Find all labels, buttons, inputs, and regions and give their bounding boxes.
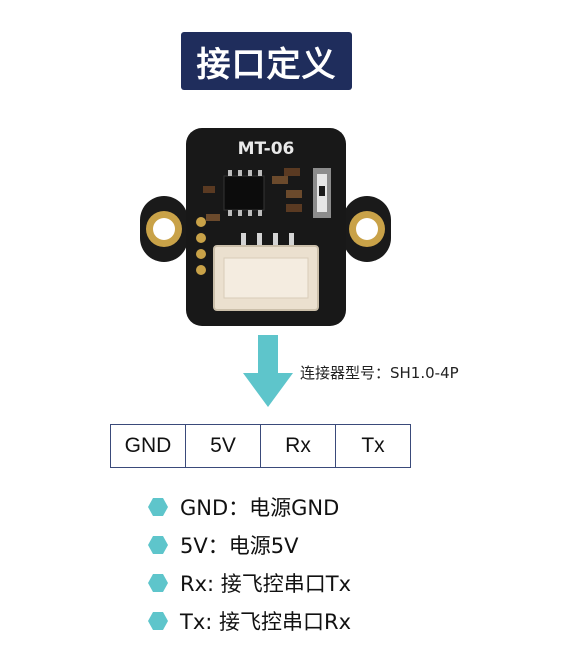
legend-item-rx: Rx: 接飞控串口Tx xyxy=(148,564,351,602)
hexagon-bullet-icon xyxy=(148,498,168,516)
pin-cell-tx: Tx xyxy=(335,424,411,468)
hexagon-bullet-icon xyxy=(148,612,168,630)
legend-item-5v: 5V：电源5V xyxy=(148,526,351,564)
legend-item-gnd: GND：电源GND xyxy=(148,488,351,526)
legend-item-tx: Tx: 接飞控串口Rx xyxy=(148,602,351,640)
legend-text: Tx: 接飞控串口Rx xyxy=(180,610,352,634)
ic-chip xyxy=(223,175,265,211)
legend-text: GND：电源GND xyxy=(180,496,340,520)
connector-model-label: 连接器型号：SH1.0-4P xyxy=(300,364,459,382)
sensor-module-image: MT-06 xyxy=(140,128,391,326)
smd-components xyxy=(203,168,302,221)
gold-pads xyxy=(196,217,206,275)
pin-legend: GND：电源GND 5V：电源5V Rx: 接飞控串口Tx Tx: 接飞控串口R… xyxy=(148,488,351,640)
pin-table: GND 5V Rx Tx xyxy=(110,424,411,468)
hexagon-bullet-icon xyxy=(148,536,168,554)
legend-text: 5V：电源5V xyxy=(180,534,299,558)
page-title: 接口定义 xyxy=(181,32,352,90)
down-arrow-icon xyxy=(243,335,293,407)
pin-cell-5v: 5V xyxy=(185,424,261,468)
hexagon-bullet-icon xyxy=(148,574,168,592)
connector-pins xyxy=(241,233,294,251)
pin-cell-rx: Rx xyxy=(260,424,336,468)
board-silkscreen: MT-06 xyxy=(238,139,295,159)
legend-text: Rx: 接飞控串口Tx xyxy=(180,572,352,596)
pin-cell-gnd: GND xyxy=(110,424,186,468)
